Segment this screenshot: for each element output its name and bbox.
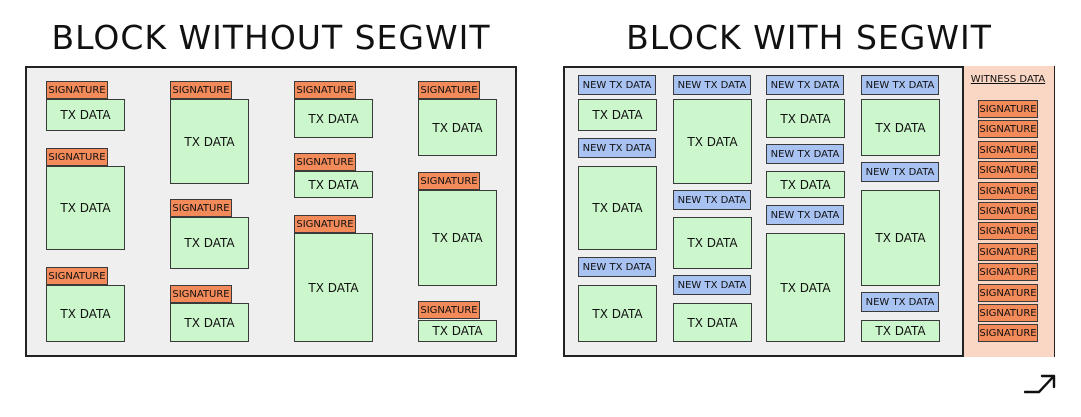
tx-data-block: TX DATA xyxy=(578,285,657,342)
witness-signature-block: SIGNATURE xyxy=(978,304,1038,322)
tx-data-block: TX DATA xyxy=(673,99,752,184)
signature-block: SIGNATURE xyxy=(46,267,108,285)
signature-block: SIGNATURE xyxy=(294,81,356,99)
tx-data-block: TX DATA xyxy=(766,233,845,342)
new-tx-data-block: NEW TX DATA xyxy=(578,257,656,277)
new-tx-data-block: NEW TX DATA xyxy=(861,162,939,182)
signature-block: SIGNATURE xyxy=(170,199,232,217)
tx-data-block: TX DATA xyxy=(170,217,249,269)
right-block-title: BLOCK WITH SEGWIT xyxy=(626,18,992,57)
signature-block: SIGNATURE xyxy=(46,81,108,99)
witness-signature-block: SIGNATURE xyxy=(978,202,1038,220)
tx-data-block: TX DATA xyxy=(294,99,373,138)
witness-signature-block: SIGNATURE xyxy=(978,100,1038,118)
witness-signature-block: SIGNATURE xyxy=(978,222,1038,240)
tx-data-block: TX DATA xyxy=(418,190,497,286)
new-tx-data-block: NEW TX DATA xyxy=(578,75,656,95)
tx-data-block: TX DATA xyxy=(766,171,845,198)
new-tx-data-block: NEW TX DATA xyxy=(673,75,751,95)
tx-data-block: TX DATA xyxy=(418,320,497,342)
tx-data-block: TX DATA xyxy=(418,99,497,156)
witness-signature-block: SIGNATURE xyxy=(978,120,1038,138)
signature-block: SIGNATURE xyxy=(418,81,480,99)
tx-data-block: TX DATA xyxy=(46,166,125,250)
witness-data-title: WITNESS DATA xyxy=(970,74,1046,85)
tx-data-block: TX DATA xyxy=(578,99,657,131)
tx-data-block: TX DATA xyxy=(673,303,752,342)
signature-block: SIGNATURE xyxy=(170,285,232,303)
new-tx-data-block: NEW TX DATA xyxy=(578,138,656,158)
signature-block: SIGNATURE xyxy=(170,81,232,99)
witness-signature-block: SIGNATURE xyxy=(978,141,1038,159)
witness-signature-block: SIGNATURE xyxy=(978,182,1038,200)
tx-data-block: TX DATA xyxy=(170,99,249,184)
signature-block: SIGNATURE xyxy=(418,301,480,319)
arrow-logo-icon xyxy=(1024,374,1056,394)
signature-block: SIGNATURE xyxy=(294,153,356,171)
tx-data-block: TX DATA xyxy=(861,320,940,342)
tx-data-block: TX DATA xyxy=(578,166,657,250)
witness-signature-block: SIGNATURE xyxy=(978,161,1038,179)
new-tx-data-block: NEW TX DATA xyxy=(861,75,939,95)
tx-data-block: TX DATA xyxy=(170,303,249,342)
witness-signature-block: SIGNATURE xyxy=(978,284,1038,302)
new-tx-data-block: NEW TX DATA xyxy=(673,190,751,210)
tx-data-block: TX DATA xyxy=(861,190,940,286)
signature-block: SIGNATURE xyxy=(418,172,480,190)
tx-data-block: TX DATA xyxy=(46,285,125,342)
new-tx-data-block: NEW TX DATA xyxy=(673,275,751,295)
tx-data-block: TX DATA xyxy=(861,99,940,156)
new-tx-data-block: NEW TX DATA xyxy=(861,292,939,312)
tx-data-block: TX DATA xyxy=(673,217,752,269)
witness-signature-block: SIGNATURE xyxy=(978,243,1038,261)
tx-data-block: TX DATA xyxy=(294,171,373,198)
signature-block: SIGNATURE xyxy=(294,215,356,233)
signature-block: SIGNATURE xyxy=(46,148,108,166)
new-tx-data-block: NEW TX DATA xyxy=(766,205,844,225)
witness-signature-block: SIGNATURE xyxy=(978,324,1038,342)
tx-data-block: TX DATA xyxy=(766,99,845,138)
tx-data-block: TX DATA xyxy=(46,99,125,131)
new-tx-data-block: NEW TX DATA xyxy=(766,75,844,95)
left-block-title: BLOCK WITHOUT SEGWIT xyxy=(51,18,491,57)
witness-signature-block: SIGNATURE xyxy=(978,263,1038,281)
tx-data-block: TX DATA xyxy=(294,233,373,342)
new-tx-data-block: NEW TX DATA xyxy=(766,144,844,164)
